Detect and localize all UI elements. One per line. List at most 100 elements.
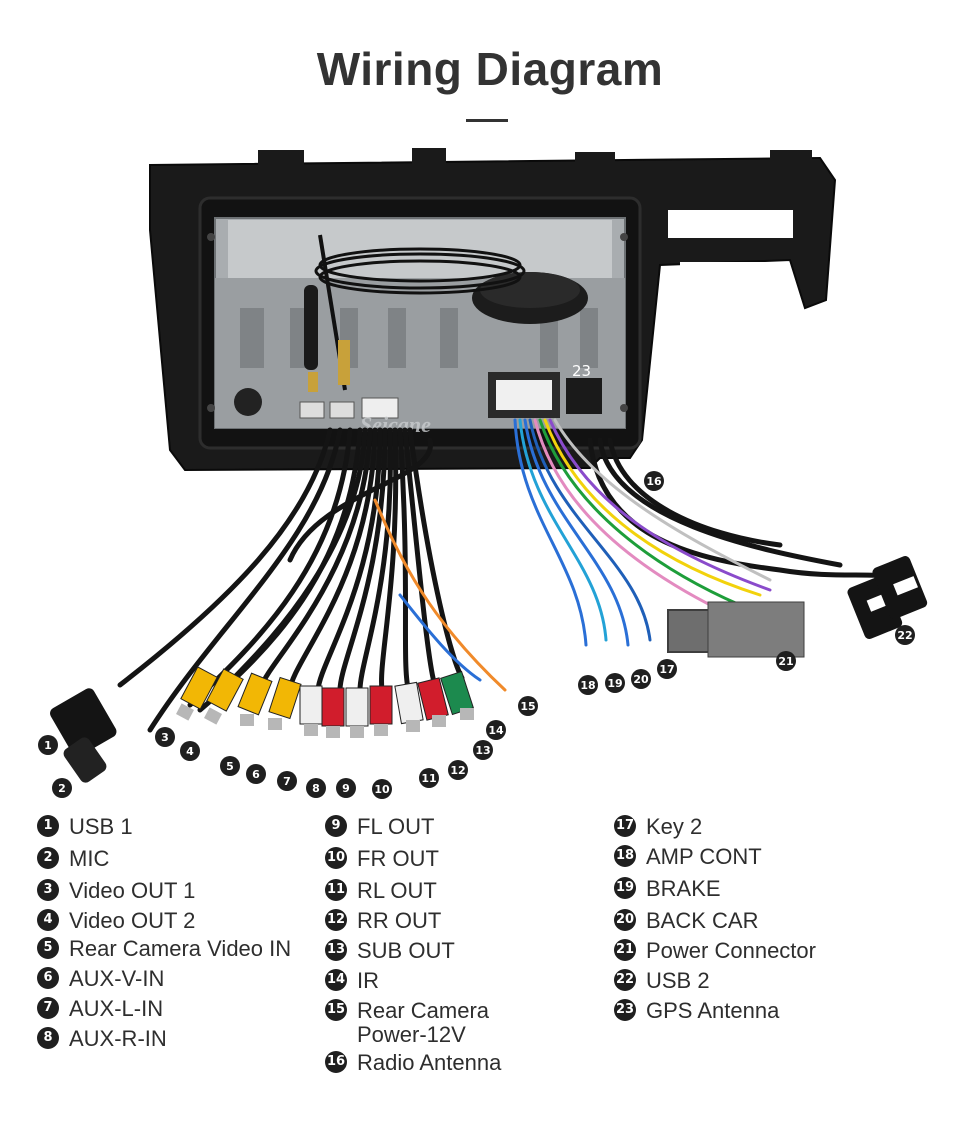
legend-number-badge: 14 [325, 969, 347, 991]
legend-label: AUX-V-IN [69, 966, 165, 991]
callout-11: 11 [419, 768, 439, 788]
legend-item-3: 3 Video OUT 1 [37, 879, 195, 903]
legend-number-badge: 12 [325, 909, 347, 931]
svg-text:11: 11 [421, 772, 436, 785]
legend-number-badge: 15 [325, 999, 347, 1021]
callout-15: 15 [518, 696, 538, 716]
callout-7: 7 [277, 771, 297, 791]
legend-label: Rear Camera [357, 998, 490, 1023]
legend-label: RR OUT [357, 908, 442, 933]
callout-19: 19 [605, 673, 625, 693]
callout-4: 4 [180, 741, 200, 761]
svg-text:2: 2 [58, 782, 66, 795]
legend-number-badge: 13 [325, 939, 347, 961]
svg-text:12: 12 [450, 764, 465, 777]
page-title: Wiring Diagram [316, 43, 664, 95]
callout-6: 6 [246, 764, 266, 784]
vent-slot [668, 210, 793, 238]
legend-number-badge: 3 [37, 879, 59, 901]
callout-21: 21 [776, 651, 796, 671]
legend-label: Radio Antenna [357, 1050, 502, 1075]
legend-label: AUX-L-IN [69, 996, 164, 1021]
svg-text:4: 4 [186, 745, 194, 758]
legend-item-12: 12 RR OUT [325, 909, 441, 933]
callout-13: 13 [473, 740, 493, 760]
frame-tab [258, 150, 304, 168]
svg-text:17: 17 [659, 663, 674, 676]
legend-number-badge: 19 [614, 877, 636, 899]
svg-text:20: 20 [633, 673, 649, 686]
svg-text:13: 13 [475, 744, 490, 757]
legend-label: GPS Antenna [646, 998, 780, 1023]
legend-label: MIC [69, 846, 110, 871]
callout-10: 10 [372, 779, 392, 799]
legend-item-23: 23 GPS Antenna [614, 999, 779, 1023]
legend-label: Video OUT 1 [69, 878, 196, 903]
legend-item-16: 16 Radio Antenna [325, 1051, 501, 1075]
legend-number-badge: 9 [325, 815, 347, 837]
svg-text:18: 18 [580, 679, 595, 692]
svg-text:5: 5 [226, 760, 234, 773]
svg-text:10: 10 [374, 783, 390, 796]
legend-label: BACK CAR [646, 908, 759, 933]
legend-number-badge: 8 [37, 1027, 59, 1049]
callout-12: 12 [448, 760, 468, 780]
callout-5: 5 [220, 756, 240, 776]
legend-label: Key 2 [646, 814, 703, 839]
svg-text:3: 3 [161, 731, 169, 744]
legend-label: Rear Camera Video IN [69, 936, 292, 961]
legend-label: AMP CONT [646, 844, 762, 869]
callout-9: 9 [336, 778, 356, 798]
callout-16: 16 [644, 471, 664, 491]
legend-number-badge: 11 [325, 879, 347, 901]
callout-1: 1 [38, 735, 58, 755]
rca-plugs [180, 666, 474, 727]
legend-item-1: 1 USB 1 [37, 815, 133, 839]
svg-text:8: 8 [312, 782, 320, 795]
legend-number-badge: 20 [614, 909, 636, 931]
legend-number-badge: 18 [614, 845, 636, 867]
legend-number-badge: 16 [325, 1051, 347, 1073]
legend-item-20: 20 BACK CAR [614, 909, 758, 933]
callout-2: 2 [52, 778, 72, 798]
legend-label: Power Connector [646, 938, 816, 963]
svg-text:9: 9 [342, 782, 350, 795]
legend-label: BRAKE [646, 876, 721, 901]
legend-label: FL OUT [357, 814, 435, 839]
mic-connector [63, 737, 107, 783]
callout-22: 22 [895, 625, 915, 645]
svg-text:1: 1 [44, 739, 52, 752]
callout-23: 23 [572, 362, 591, 380]
legend-number-badge: 1 [37, 815, 59, 837]
frame-tab [412, 148, 446, 168]
legend-number-badge: 10 [325, 847, 347, 869]
legend-label: USB 1 [69, 814, 133, 839]
legend-item-18: 18 AMP CONT [614, 845, 762, 869]
legend-number-badge: 23 [614, 999, 636, 1021]
svg-text:19: 19 [607, 677, 622, 690]
frame-tab [770, 150, 812, 164]
svg-text:6: 6 [252, 768, 260, 781]
legend-label-line2: Power-12V [357, 1022, 466, 1047]
usb1-connector [50, 688, 117, 757]
callout-18: 18 [578, 675, 598, 695]
vent-slot [680, 262, 778, 288]
svg-text:16: 16 [646, 475, 662, 488]
callout-8: 8 [306, 778, 326, 798]
